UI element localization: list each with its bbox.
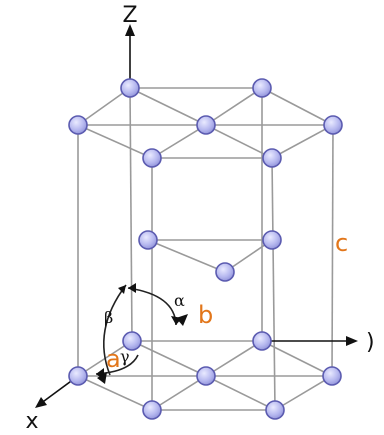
bottom-edge — [261, 340, 333, 377]
atom-icon — [142, 148, 162, 168]
atom-icon — [142, 400, 162, 420]
top-edge — [77, 124, 153, 159]
atom-icon — [215, 262, 235, 282]
atom-icon — [265, 400, 285, 420]
lattice-a-label: a — [106, 345, 121, 373]
beta-arc — [102, 284, 127, 376]
atom-icon — [68, 115, 88, 135]
vertical-edge — [271, 157, 276, 411]
top-spoke — [129, 87, 207, 126]
bottom-spoke — [151, 375, 207, 411]
atoms — [68, 78, 343, 420]
bottom-spoke — [131, 340, 207, 377]
bottom-edge — [77, 375, 153, 411]
x-axis-label: x — [25, 409, 38, 434]
lattice-edges — [77, 87, 334, 411]
z-axis-label: Z — [122, 3, 137, 28]
angle-arrowheads — [96, 283, 188, 384]
top-spoke — [151, 124, 207, 159]
atom-icon — [68, 366, 88, 386]
atom-icon — [122, 331, 142, 351]
y-arrowhead-icon — [346, 336, 358, 346]
lattice-c-label: c — [335, 229, 348, 257]
vertical-edge — [331, 124, 334, 377]
alpha-arrow-start-icon — [128, 283, 136, 293]
atom-icon — [196, 115, 216, 135]
axis-arrowheads — [35, 24, 358, 408]
alpha-label: α — [174, 291, 185, 310]
b-arrow-icon — [176, 314, 188, 326]
beta-label: β — [104, 308, 113, 327]
beta-arrow-icon — [118, 285, 126, 294]
top-edge — [77, 87, 131, 126]
top-edge — [271, 124, 334, 159]
atom-icon — [138, 230, 158, 250]
top-edge — [261, 87, 334, 126]
atom-icon — [252, 78, 272, 98]
x-arrowhead-icon — [35, 397, 47, 408]
atom-icon — [252, 331, 272, 351]
bottom-edge — [274, 375, 333, 411]
gamma-label: γ — [120, 347, 130, 366]
bottom-spoke — [205, 375, 276, 411]
top-spoke — [205, 87, 263, 126]
vertical-edge — [129, 87, 133, 342]
a-arrow-icon — [97, 372, 107, 384]
axes — [39, 30, 352, 405]
lattice-b-label: b — [198, 301, 213, 329]
atom-icon — [323, 115, 343, 135]
top-spoke — [205, 124, 273, 159]
atom-icon — [120, 78, 140, 98]
atom-icon — [196, 366, 216, 386]
atom-icon — [322, 366, 342, 386]
bottom-spoke — [205, 340, 263, 377]
atom-icon — [262, 230, 282, 250]
middle-edge — [147, 239, 226, 273]
y-axis-label: ) — [366, 330, 375, 355]
atom-icon — [262, 148, 282, 168]
z-arrowhead-icon — [125, 24, 135, 36]
